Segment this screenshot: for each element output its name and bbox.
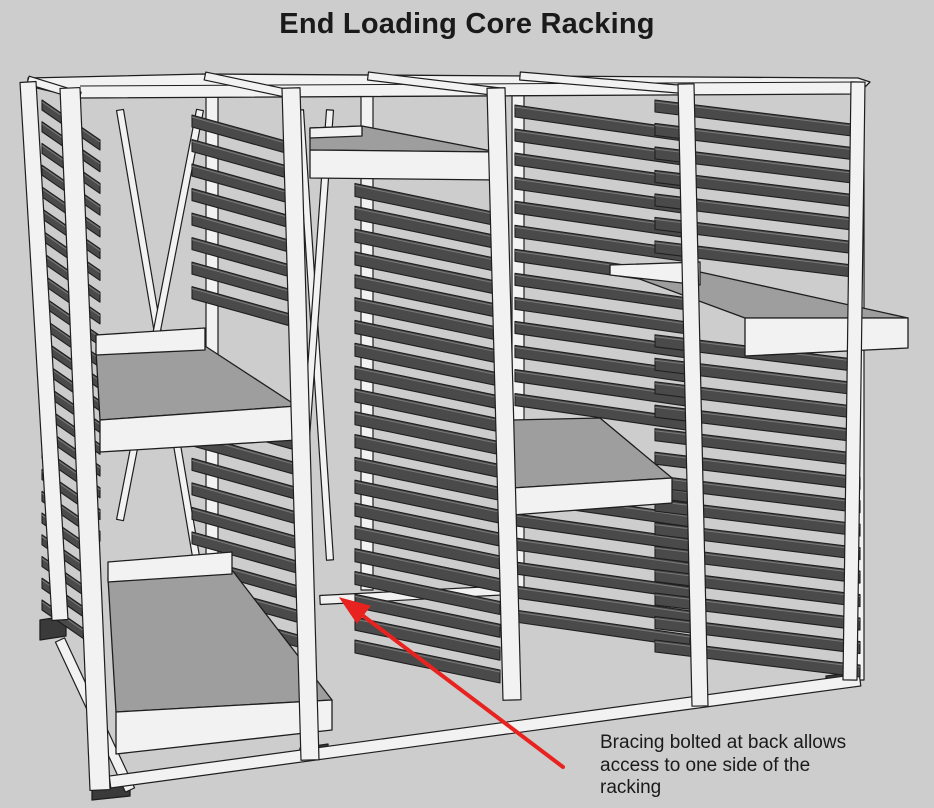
shelf-runner — [654, 545, 861, 584]
shelf-runner — [654, 569, 861, 608]
shelf-highlight — [191, 508, 301, 540]
shelf-highlight — [191, 141, 301, 173]
shelf-highlight — [191, 214, 301, 246]
front-post — [677, 83, 709, 707]
shelf-highlight — [654, 641, 861, 668]
shelf-highlight — [354, 595, 501, 627]
shelf-highlight — [354, 390, 501, 422]
arrow-head — [338, 597, 371, 624]
shelf-highlight — [191, 190, 301, 222]
annotation-arrow — [338, 597, 565, 769]
shelf-highlight — [514, 274, 691, 301]
shelf-highlight — [191, 459, 301, 491]
tray-top-center — [309, 125, 498, 181]
front-post — [59, 86, 111, 792]
shelf-highlight — [191, 484, 301, 516]
shelf-highlight — [354, 253, 501, 285]
tray-side-lip — [95, 327, 206, 356]
shelf-highlight — [354, 481, 501, 513]
shelf-highlight — [354, 207, 501, 239]
annotation-line: Bracing bolted at back allows — [600, 732, 847, 753]
annotation-line: access to one side of the — [600, 754, 811, 776]
tray-floor — [511, 417, 673, 489]
shelf-highlight — [354, 276, 501, 308]
front-post — [281, 87, 320, 761]
pulled-out-trays — [95, 125, 909, 755]
tray-front-lip — [744, 317, 909, 357]
shelf-highlight — [514, 587, 691, 614]
tray-front-lip — [309, 149, 498, 181]
shelf-highlight — [514, 515, 691, 542]
annotation-line: racking — [600, 777, 662, 798]
front-post — [486, 87, 522, 701]
shelf-runner — [654, 522, 861, 561]
rack-front-posts — [19, 80, 866, 792]
front-post — [842, 81, 866, 681]
tray-front-lip — [115, 699, 333, 755]
shelf-highlight — [354, 527, 501, 559]
shelf-highlight — [514, 563, 691, 590]
shelf-highlight — [514, 611, 691, 638]
shelf-highlight — [354, 184, 501, 216]
shelf-highlight — [354, 641, 501, 673]
shelf-highlight — [514, 298, 691, 325]
shelf-highlight — [354, 550, 501, 582]
arrow-shaft — [356, 610, 565, 769]
tray-side-lip — [107, 551, 233, 583]
front-post — [19, 80, 69, 622]
tray-side-lip — [609, 261, 701, 286]
shelf-highlight — [354, 321, 501, 353]
shelf-highlight — [654, 618, 861, 645]
shelf-highlight — [191, 239, 301, 271]
bracing-annotation: Bracing bolted at back allows access to … — [600, 732, 930, 800]
shelf-highlight — [354, 436, 501, 468]
tray-side-lip — [309, 125, 363, 139]
tray-center-lower — [511, 417, 673, 516]
shelf-runner — [354, 570, 501, 616]
shelf-highlight — [354, 458, 501, 490]
shelf-highlight — [354, 299, 501, 331]
shelf-highlight — [191, 288, 301, 320]
shelf-highlight — [514, 539, 691, 566]
shelf-highlight — [354, 504, 501, 536]
shelf-highlight — [354, 367, 501, 399]
shelf-highlight — [191, 116, 301, 148]
shelf-highlight — [354, 618, 501, 650]
shelf-highlight — [354, 413, 501, 445]
tray-left-bottom — [107, 551, 333, 755]
shelf-highlight — [191, 533, 301, 565]
shelf-highlight — [191, 263, 301, 295]
shelf-highlight — [354, 344, 501, 376]
diagram-title: End Loading Core Racking — [279, 8, 655, 40]
tray-left-middle — [95, 327, 298, 453]
shelf-highlight — [354, 230, 501, 262]
shelf-runner — [354, 616, 501, 661]
shelf-runner — [654, 498, 861, 537]
shelf-highlight — [191, 165, 301, 197]
shelf-highlight — [354, 573, 501, 605]
shelf-runner — [354, 639, 501, 684]
